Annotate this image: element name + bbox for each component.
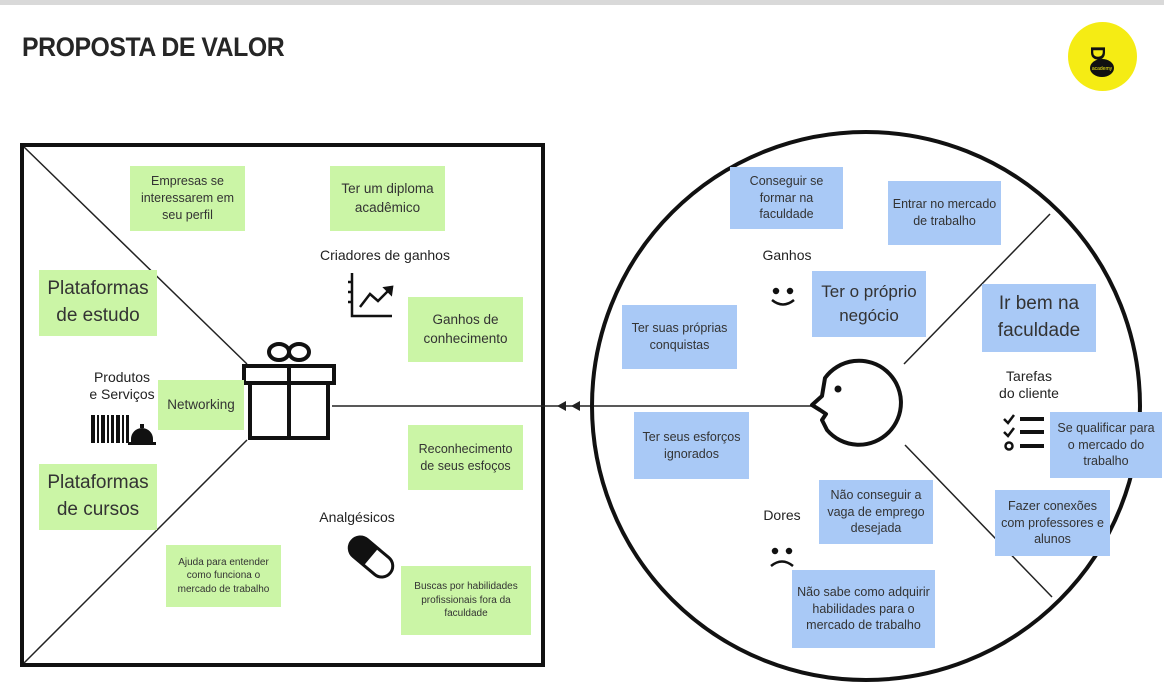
chart-icon [348,273,394,318]
barcode-bell-icon [91,415,156,445]
note-networking: Networking [158,380,244,430]
value-map-divider-top [23,146,248,365]
note-empresas: Empresas se interessarem em seu perfil [130,166,245,231]
label-gains: Ganhos [762,247,812,263]
page-title: PROPOSTA DE VALOR [22,32,285,62]
gift-icon [242,342,336,440]
arrow-head-right [571,401,580,411]
value-map-square [20,143,545,667]
note-nao-conseguir: Não conseguir a vaga de emprego desejada [819,480,933,544]
profile-divider-bottom [904,444,1053,598]
note-diploma: Ter um diploma acadêmico [330,166,445,231]
label-products-services: Produtos e Serviços [89,369,155,402]
note-reconhecimento: Reconhecimento de seus esfoços [408,425,523,490]
profile-divider-top [903,213,1051,365]
note-plataformas-cursos: Plataformas de cursos [39,464,157,530]
note-proprio-negocio: Ter o próprio negócio [812,271,926,337]
logo-text: academy [1092,66,1113,72]
note-buscas: Buscas por habilidades profissionais for… [401,566,531,635]
top-divider [0,0,1164,5]
note-ir-bem: Ir bem na faculdade [982,284,1096,352]
note-nao-sabe: Não sabe como adquirir habilidades para … [792,570,935,648]
note-conquistas: Ter suas próprias conquistas [622,305,737,369]
checklist-icon [1003,414,1044,451]
sad-face-icon [770,547,794,567]
note-conseguir: Conseguir se formar na faculdade [730,167,843,229]
note-ignorados: Ter seus esforços ignorados [634,412,749,479]
note-entrar: Entrar no mercado de trabalho [888,181,1001,245]
label-pains: Dores [763,507,801,523]
customer-face-icon [810,358,903,447]
smiley-icon [771,287,795,306]
label-gain-creators: Criadores de ganhos [320,247,450,263]
note-conexoes: Fazer conexões com professores e alunos [995,490,1110,556]
note-qualificar: Se qualificar para o mercado do trabalho [1050,412,1162,478]
value-map-divider-bottom [23,439,248,664]
arrow-head-left [557,401,566,411]
note-ganhos-conhecimento: Ganhos de conhecimento [408,297,523,362]
pill-icon [347,535,395,579]
label-customer-jobs: Tarefas do cliente [999,368,1059,401]
note-ajuda: Ajuda para entender como funciona o merc… [166,545,281,607]
note-plataformas-estudo: Plataformas de estudo [39,270,157,336]
customer-profile-circle [590,130,1142,682]
label-pain-relievers: Analgésicos [319,509,395,525]
dt-academy-logo: DT academy [1068,22,1137,91]
